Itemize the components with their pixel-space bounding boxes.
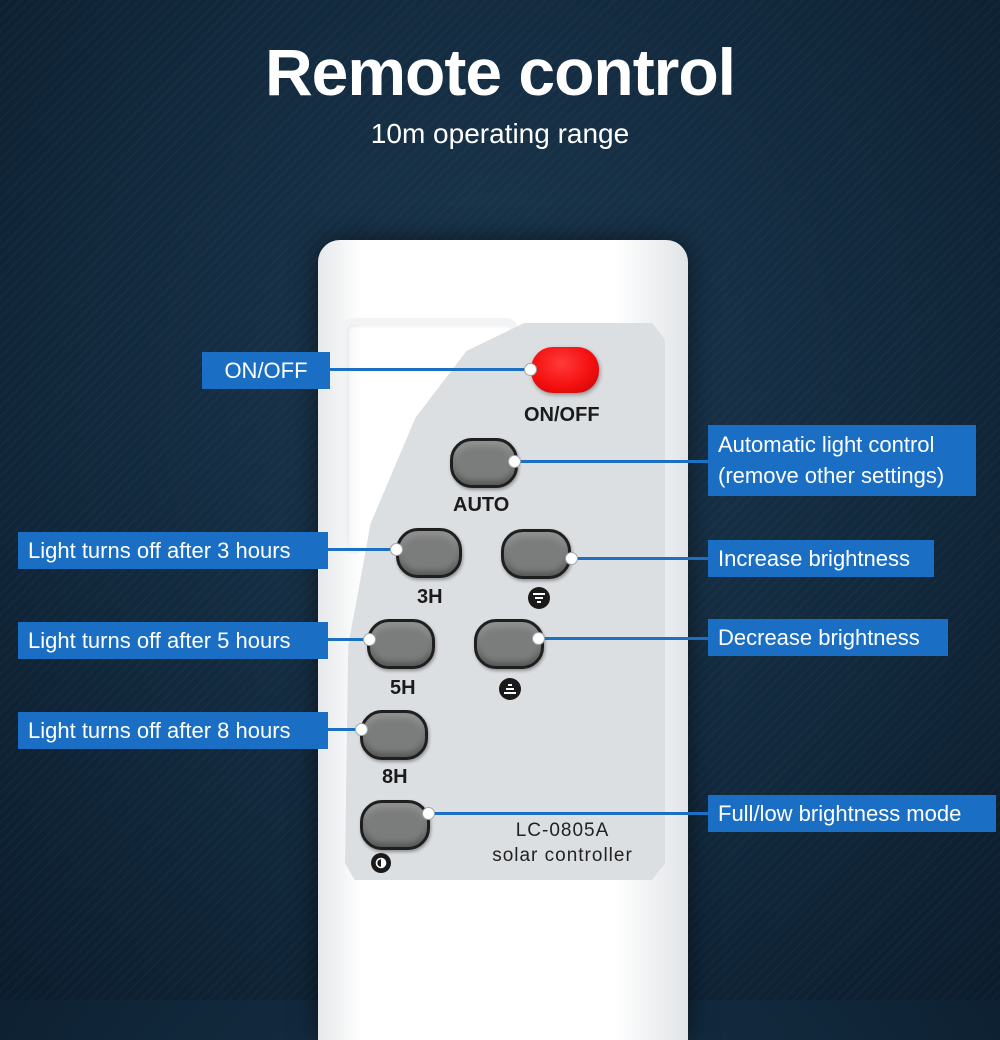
callout-dot-8h bbox=[355, 723, 368, 736]
callout-line-brightness-up bbox=[571, 557, 709, 560]
model-number: LC-0805A bbox=[515, 820, 610, 841]
callout-auto-line2: (remove other settings) bbox=[718, 463, 945, 488]
callout-timer-5h: Light turns off after 5 hours bbox=[18, 622, 328, 659]
callout-dot-5h bbox=[363, 633, 376, 646]
callout-timer-3h: Light turns off after 3 hours bbox=[18, 532, 328, 569]
callout-mode: Full/low brightness mode bbox=[708, 795, 996, 832]
callout-dot-power bbox=[524, 363, 537, 376]
brightness-mode-icon bbox=[371, 853, 391, 873]
callout-dot-brightness-up bbox=[565, 552, 578, 565]
callout-dot-auto bbox=[508, 455, 521, 468]
callout-dot-mode bbox=[422, 807, 435, 820]
callout-dot-brightness-down bbox=[532, 632, 545, 645]
callout-line-power bbox=[329, 368, 533, 371]
timer-5h-button[interactable] bbox=[367, 619, 435, 669]
brightness-down-button[interactable] bbox=[474, 619, 544, 669]
callout-auto: Automatic light control (remove other se… bbox=[708, 425, 976, 496]
model-description: solar controller bbox=[492, 845, 633, 866]
callout-line-auto bbox=[514, 460, 710, 463]
callout-line-5h bbox=[328, 638, 370, 641]
brightness-mode-button[interactable] bbox=[360, 800, 430, 850]
timer-5h-label: 5H bbox=[390, 677, 416, 699]
callout-timer-8h: Light turns off after 8 hours bbox=[18, 712, 328, 749]
auto-button-label: AUTO bbox=[453, 494, 510, 516]
callout-auto-line1: Automatic light control bbox=[718, 432, 935, 457]
page-subtitle: 10m operating range bbox=[370, 118, 630, 149]
callout-line-8h bbox=[328, 728, 362, 731]
power-button-label: ON/OFF bbox=[524, 404, 600, 426]
callout-line-mode bbox=[430, 812, 710, 815]
timer-8h-button[interactable] bbox=[360, 710, 428, 760]
callout-line-3h bbox=[328, 548, 398, 551]
timer-3h-label: 3H bbox=[417, 586, 443, 608]
brightness-up-button[interactable] bbox=[501, 529, 571, 579]
callout-power: ON/OFF bbox=[202, 352, 330, 389]
callout-dot-3h bbox=[390, 543, 403, 556]
brightness-up-icon bbox=[528, 587, 550, 609]
callout-brightness-up: Increase brightness bbox=[708, 540, 934, 577]
timer-3h-button[interactable] bbox=[396, 528, 462, 578]
page-title: Remote control bbox=[264, 35, 736, 109]
brightness-down-icon bbox=[499, 678, 521, 700]
timer-8h-label: 8H bbox=[382, 766, 408, 788]
power-button[interactable] bbox=[531, 347, 599, 393]
callout-line-brightness-down bbox=[544, 637, 710, 640]
callout-brightness-down: Decrease brightness bbox=[708, 619, 948, 656]
